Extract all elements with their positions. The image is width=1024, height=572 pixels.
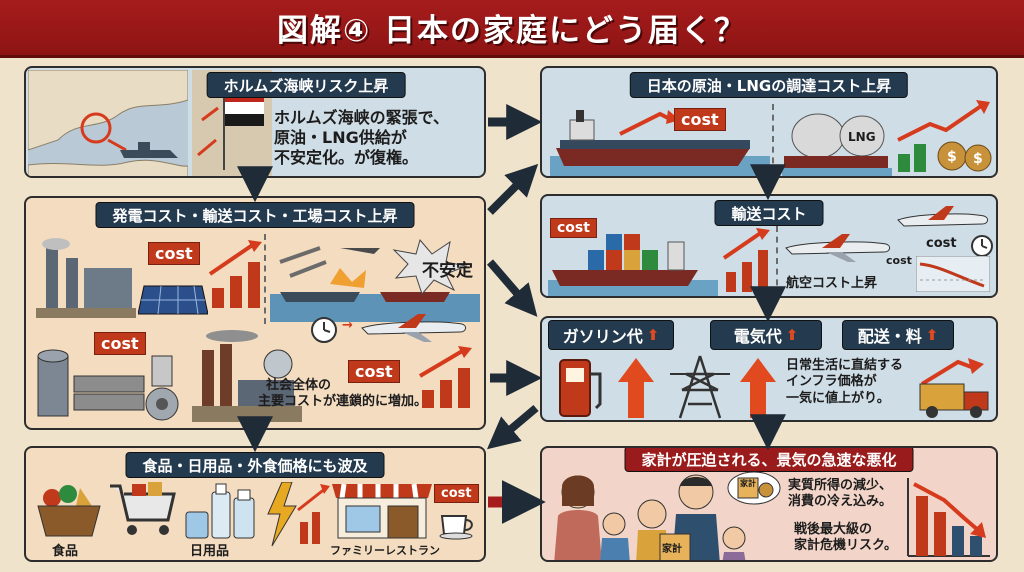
household-text-2: 戦後最大級の 家計危機リスク。 bbox=[794, 522, 897, 555]
power-plant-illustration bbox=[36, 238, 136, 318]
panel-household: 家計が圧迫される、景気の急速な悪化 家計 家計 実質所得の減少、 消費の冷え込み… bbox=[540, 446, 998, 562]
food-label-2: ファミリーレストラン bbox=[330, 544, 440, 557]
industrial-materials-illustration bbox=[37, 349, 179, 421]
procurement-cost-tag: cost bbox=[674, 108, 726, 131]
power-cost-tag-3: cost bbox=[348, 360, 400, 383]
food-label-1: 日用品 bbox=[190, 544, 230, 559]
hormuz-line-1: ホルムズ海峡の緊張で、 bbox=[274, 108, 450, 127]
food-basket-icon bbox=[37, 485, 101, 537]
unstable-label: 不安定 bbox=[422, 261, 473, 281]
infra-body: 日常生活に直結する インフラ価格が 一気に値上がり。 bbox=[786, 358, 903, 407]
title-bar: 図解④ 日本の家庭にどう届く？ bbox=[0, 0, 1024, 58]
up-arrow-icon bbox=[740, 358, 776, 418]
panel-food: 食品・日用品・外食価格にも波及 cost 食品 bbox=[24, 446, 486, 562]
arrow-power-to-infra bbox=[486, 259, 538, 317]
up-arrow-icon: ⬆ bbox=[785, 326, 799, 344]
power-header: 発電コスト・輸送コスト・工場コスト上昇 bbox=[95, 202, 415, 228]
hormuz-header: ホルムズ海峡リスク上昇 bbox=[206, 72, 406, 98]
panel-power: 発電コスト・輸送コスト・工場コスト上昇 cost 不安定 bbox=[24, 196, 486, 430]
power-tower-icon bbox=[670, 355, 730, 419]
coffee-cup-icon bbox=[439, 515, 473, 540]
lightning-rising-chart-icon bbox=[267, 482, 330, 547]
panel-hormuz: ホルムズ海峡リスク上昇 ホルムズ海峡の緊張で、 原油・LNG供給が 不安定化。が… bbox=[24, 66, 486, 178]
infra-line-1: 日常生活に直結する bbox=[786, 358, 904, 373]
transport-cost-tag-2: cost bbox=[926, 236, 957, 251]
transport-header: 輸送コスト bbox=[714, 200, 824, 226]
panel-transport: 輸送コスト cost cost cost 航空コスト上昇 bbox=[540, 194, 998, 298]
household-line-2a: 戦後最大級の bbox=[794, 522, 873, 537]
lng-tank-illustration bbox=[782, 113, 892, 176]
panel-procurement: 日本の原油・LNGの調達コスト上昇 cost LNG $ $ bbox=[540, 66, 998, 178]
food-cost-tag: cost bbox=[434, 484, 479, 503]
arrow-power-to-procurement bbox=[487, 163, 539, 215]
household-line-1a: 実質所得の減少、 bbox=[788, 478, 893, 493]
badge-electricity-label: 電気代 bbox=[733, 327, 782, 346]
badge-gasoline-label: ガソリン代 bbox=[562, 327, 643, 346]
thought-bubble-icon bbox=[727, 471, 781, 505]
transport-cost-tag-3: cost bbox=[886, 254, 912, 267]
up-arrow-icon bbox=[618, 358, 654, 418]
food-label-0: 食品 bbox=[52, 544, 79, 559]
book-label: 家計 bbox=[662, 544, 682, 555]
procurement-divider bbox=[772, 104, 774, 174]
falling-trend-graph bbox=[916, 256, 990, 292]
svg-text:$: $ bbox=[947, 149, 957, 165]
power-cost-tag-2: cost bbox=[94, 332, 146, 355]
up-arrow-icon: ⬆ bbox=[925, 326, 939, 344]
hormuz-body: ホルムズ海峡の緊張で、 原油・LNG供給が 不安定化。が復権。 bbox=[274, 108, 449, 168]
gas-pump-icon bbox=[559, 359, 602, 417]
tanker-ship-illustration bbox=[550, 110, 770, 176]
power-divider bbox=[264, 234, 266, 324]
delivery-truck-icon bbox=[919, 358, 989, 418]
restaurant-storefront-icon bbox=[332, 483, 432, 539]
power-line-1: 社会全体の bbox=[266, 378, 332, 393]
lng-label: LNG bbox=[848, 130, 876, 144]
container-ship-illustration bbox=[548, 234, 718, 296]
up-arrow-icon: ⬆ bbox=[646, 326, 660, 344]
household-text-1: 実質所得の減少、 消費の冷え込み。 bbox=[788, 478, 892, 511]
clock-icon bbox=[311, 317, 337, 343]
solar-panel-illustration bbox=[138, 285, 208, 315]
page-title: 図解④ 日本の家庭にどう届く？ bbox=[276, 13, 748, 49]
hormuz-line-3: 不安定化。が復権。 bbox=[274, 148, 419, 167]
hormuz-line-2: 原油・LNG供給が bbox=[274, 128, 407, 147]
map-illustration bbox=[28, 70, 188, 176]
worried-family-illustration bbox=[554, 474, 746, 560]
household-line-1b: 消費の冷え込み。 bbox=[788, 494, 893, 510]
infra-line-2: インフラ価格が bbox=[786, 374, 877, 390]
badge-delivery: 配送・料 ⬆ bbox=[842, 320, 954, 350]
household-goods-icon bbox=[185, 483, 255, 539]
household-header: 家計が圧迫される、景気の急速な悪化 bbox=[624, 448, 914, 472]
procurement-header: 日本の原油・LNGの調達コスト上昇 bbox=[629, 72, 909, 98]
rising-chart-1 bbox=[208, 240, 262, 308]
airplane-illustration-1 bbox=[785, 234, 891, 262]
bubble-label: 家計 bbox=[740, 479, 756, 488]
arrow-infra-to-food bbox=[486, 404, 539, 450]
clock-arrow: → bbox=[342, 318, 353, 333]
badge-electricity: 電気代 ⬆ bbox=[710, 320, 822, 350]
transport-cost-tag-1: cost bbox=[550, 218, 597, 238]
household-line-2b: 家計危機リスク。 bbox=[794, 538, 897, 554]
shopping-cart-icon bbox=[110, 482, 176, 535]
conflict-sea-illustration bbox=[270, 238, 480, 322]
airplane-illustration-2 bbox=[897, 206, 989, 227]
food-header: 食品・日用品・外食価格にも波及 bbox=[125, 452, 385, 478]
panel-infra: ガソリン代 ⬆ 電気代 ⬆ 配送・料 ⬆ 日常生活に直結する インフラ価格が 一… bbox=[540, 316, 998, 422]
rising-bars-money-illustration: $ $ bbox=[897, 100, 992, 172]
rising-chart-3 bbox=[722, 228, 770, 292]
badge-delivery-label: 配送・料 bbox=[857, 327, 922, 346]
falling-bar-chart bbox=[907, 478, 990, 557]
clock-icon bbox=[971, 235, 993, 257]
badge-gasoline: ガソリン代 ⬆ bbox=[548, 320, 674, 350]
svg-text:$: $ bbox=[973, 151, 983, 167]
infra-line-3: 一気に値上がり。 bbox=[786, 390, 890, 406]
power-line-2: 主要コストが連鎖的に増加。 bbox=[258, 394, 428, 410]
power-body: 社会全体の 主要コストが連鎖的に増加。 bbox=[258, 378, 427, 411]
factory-illustration bbox=[192, 330, 302, 422]
transport-divider bbox=[776, 226, 778, 296]
power-cost-tag-1: cost bbox=[148, 242, 200, 265]
rising-chart-2 bbox=[418, 346, 472, 408]
cargo-plane-illustration bbox=[361, 314, 467, 342]
air-cost-label: 航空コスト上昇 bbox=[786, 276, 878, 291]
